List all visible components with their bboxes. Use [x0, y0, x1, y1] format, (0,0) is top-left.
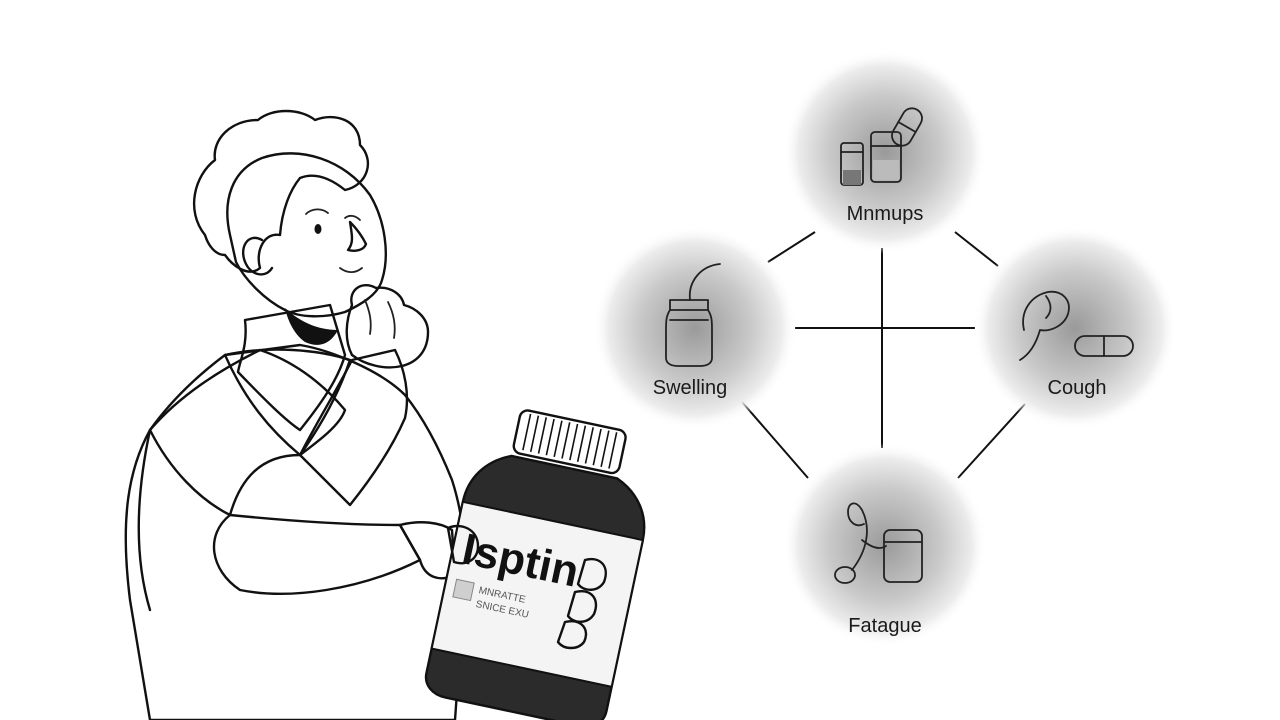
node-label-top: Mnmups: [847, 203, 924, 225]
pill-and-hand-icon: [1019, 290, 1134, 361]
node-label-right: Cough: [1048, 377, 1107, 399]
node-right-halo: [973, 226, 1177, 430]
node-bottom-halo: [783, 443, 987, 647]
node-top-halo: [783, 50, 987, 254]
holding-hand: [446, 524, 607, 650]
node-left-halo: [593, 226, 797, 430]
spoon-and-jar-icon: [834, 502, 923, 584]
node-label-left: Swelling: [653, 377, 727, 399]
symptom-diagram: Mnmups Swelling Cough Fatague: [593, 50, 1177, 647]
jars-icon: [840, 107, 923, 186]
medicine-bottle: Isptin MNRATTE SNICE EXU: [424, 409, 646, 720]
node-label-bottom: Fatague: [848, 615, 921, 637]
bottle-logo-icon: [452, 578, 475, 602]
connector-lines: [741, 231, 1026, 479]
jar-with-tube-icon: [665, 263, 721, 367]
person-figure: [124, 109, 468, 720]
